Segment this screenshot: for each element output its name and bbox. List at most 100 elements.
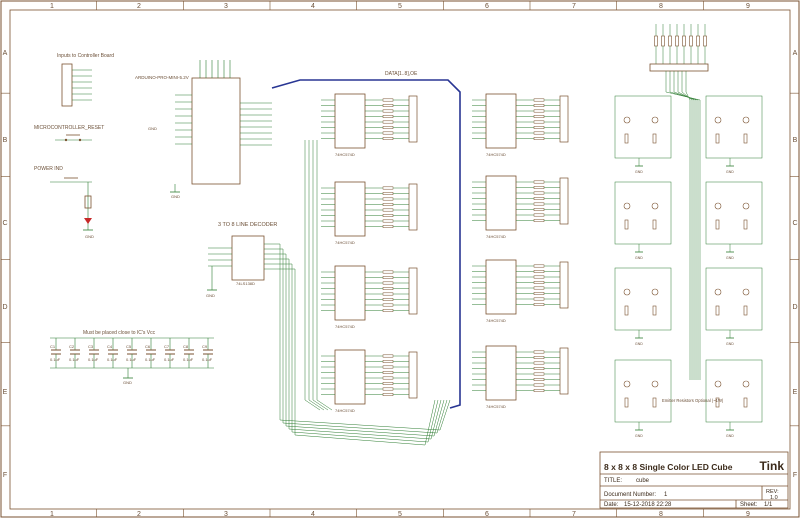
gnd-label: GND	[635, 342, 643, 346]
capacitor-name: C1	[50, 344, 56, 349]
power-ind-label: POWER IND	[34, 166, 63, 172]
capacitor-value: 0.1uF	[164, 357, 175, 362]
title-label: TITLE:	[604, 478, 622, 484]
col-label: 9	[746, 511, 750, 518]
decoder-label: 3 TO 8 LINE DECODER	[218, 222, 277, 228]
row-labels-left: A B C D E F	[2, 50, 7, 479]
column-labels-top: 1 2 3 4 5 6 7 8 9	[50, 3, 750, 10]
shift-register: 74HC574D	[472, 345, 569, 409]
col-label: 6	[485, 511, 489, 518]
reset-label: MICROCONTROLLER_RESET	[34, 125, 104, 131]
capacitor-value: 0.1uF	[88, 357, 99, 362]
reset-button	[55, 134, 92, 142]
capacitor: C7 0.1uF	[164, 338, 175, 368]
col-label: 5	[398, 511, 402, 518]
row-labels-right: A B C D E F	[792, 50, 797, 479]
title-heading: 8 x 8 x 8 Single Color LED Cube	[604, 462, 733, 472]
inputs-label: Inputs to Controller Board	[57, 53, 114, 59]
resistor-bank	[649, 24, 709, 380]
decoder-ic-label: 74LS138D	[236, 281, 255, 286]
gnd-label: GND	[635, 170, 643, 174]
input-connector	[61, 63, 92, 107]
capacitor-value: 0.1uF	[69, 357, 80, 362]
shift-register-array: 74HC574D 74HC574D 74HC574D 74HC574D 74HC574D…	[321, 93, 569, 413]
capacitor: C1 0.1uF	[50, 338, 61, 368]
row-label: C	[2, 220, 7, 227]
gnd-label: GND	[148, 126, 157, 131]
shift-register: 74HC574D	[321, 265, 418, 329]
transistor-driver: GND	[614, 95, 672, 174]
col-label: 4	[311, 3, 315, 10]
capacitor: C80.1uF	[183, 338, 194, 368]
capacitor-name: C6	[145, 344, 151, 349]
ic-label: 74HC574D	[335, 240, 355, 245]
title-value: cube	[636, 478, 650, 484]
gnd-label: GND	[85, 234, 94, 239]
col-label: 4	[311, 511, 315, 518]
power-switch	[50, 177, 93, 231]
capacitor-name: C7	[164, 344, 170, 349]
shift-register: 74HC574D	[472, 259, 569, 323]
col-label: 3	[224, 511, 228, 518]
capacitor: C90.1uF	[202, 338, 213, 368]
shift-register: 74HC574D	[472, 93, 569, 157]
col-label: 1	[50, 511, 54, 518]
ic-label: 74HC574D	[486, 318, 506, 323]
col-label: 8	[659, 3, 663, 10]
col-label: 7	[572, 511, 576, 518]
gnd-label: GND	[726, 342, 734, 346]
transistor-driver: GND	[705, 95, 763, 174]
gnd-label: GND	[635, 434, 643, 438]
row-label: F	[3, 472, 7, 479]
ic-label: 74HC574D	[486, 152, 506, 157]
decap-note: Must be placed close to IC's Vcc	[83, 330, 156, 336]
ic-label: 74HC574D	[486, 404, 506, 409]
row-label: D	[792, 304, 797, 311]
gnd-label: GND	[123, 380, 132, 385]
transistor-driver: GND	[614, 359, 672, 438]
transistor-driver: GND	[614, 267, 672, 346]
gnd-label: GND	[635, 256, 643, 260]
capacitor-name: C2	[69, 344, 75, 349]
row-label: A	[3, 50, 8, 57]
capacitor-value: 0.1uF	[126, 357, 137, 362]
capacitor-name: C4	[107, 344, 113, 349]
capacitor-value: 0.1uF	[145, 357, 156, 362]
inner-frame	[9, 9, 791, 510]
decoder-ic	[207, 235, 265, 291]
brand-logo: Tink	[760, 459, 785, 473]
ic-label: 74HC574D	[335, 408, 355, 413]
transistor-driver: GND	[614, 181, 672, 260]
date-label: Date:	[604, 502, 619, 508]
row-label: D	[2, 304, 7, 311]
col-label: 5	[398, 3, 402, 10]
capacitor-value: 0.1uF	[107, 357, 118, 362]
capacitor-row: C10.1uFC20.1uFC30.1uFC40.1uFC50.1uFC60.1…	[50, 338, 213, 368]
row-label: B	[3, 137, 8, 144]
capacitor: C5 0.1uF	[126, 338, 137, 368]
gnd-label: GND	[726, 256, 734, 260]
arduino-label: ARDUINO-PRO-MINI-5.2V	[135, 75, 189, 80]
capacitor-name: C5	[126, 344, 132, 349]
date-value: 15-12-2018 22:28	[624, 502, 672, 508]
gnd-label: GND	[171, 194, 180, 199]
capacitor-value: 0.1uF	[50, 357, 61, 362]
capacitor: C4 0.1uF	[107, 338, 118, 368]
row-label: F	[793, 472, 797, 479]
ic-label: 74HC574D	[335, 324, 355, 329]
docnum-label: Document Number:	[604, 492, 656, 498]
arduino-pro-mini	[170, 60, 272, 193]
col-label: 6	[485, 3, 489, 10]
capacitor: C30.1uF	[88, 338, 99, 368]
shift-register: 74HC574D	[321, 349, 418, 413]
shift-register: 74HC574D	[321, 93, 418, 157]
col-label: 2	[137, 3, 141, 10]
rev-label: REV:	[766, 489, 779, 495]
gnd-label: GND	[726, 170, 734, 174]
shift-register: 74HC574D	[472, 175, 569, 239]
